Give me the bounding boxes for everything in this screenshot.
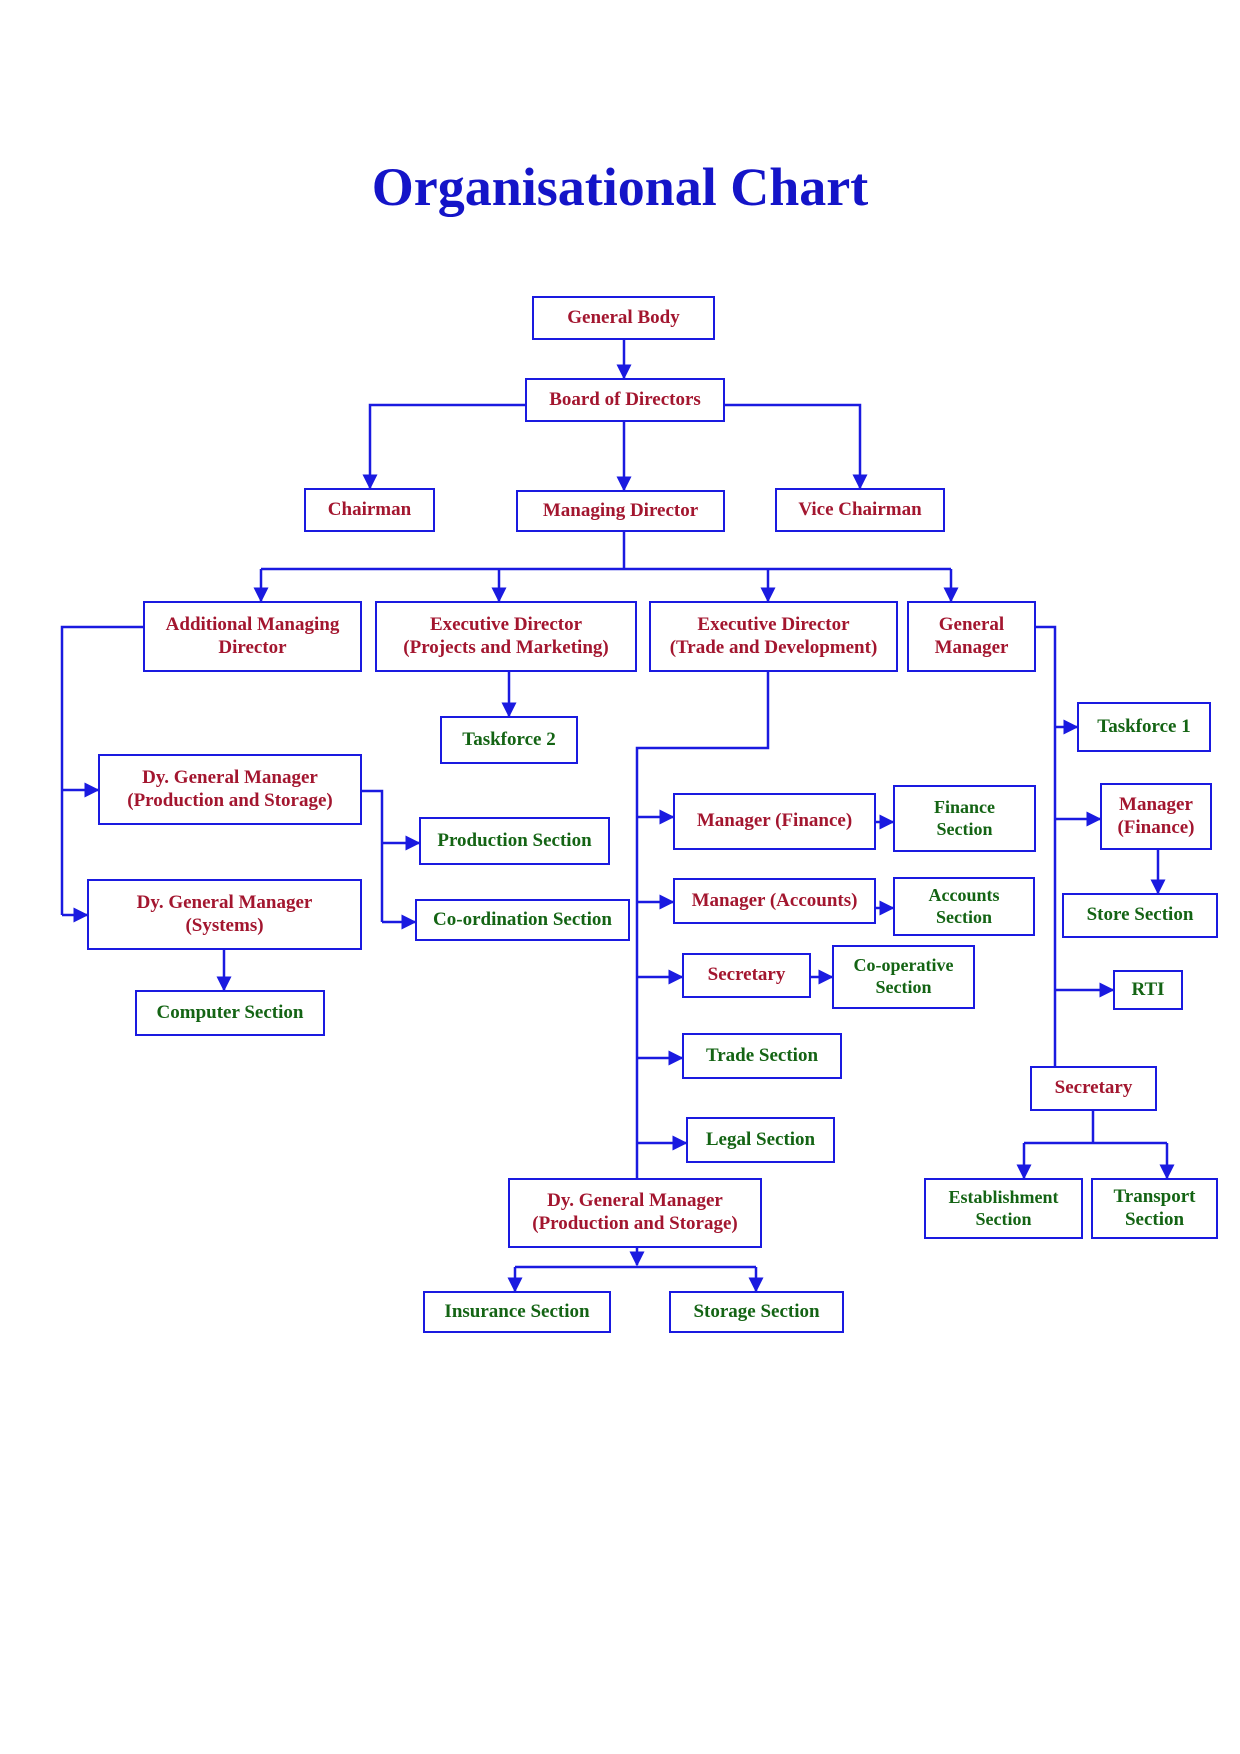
taskforce-2-node: Taskforce 2: [440, 716, 578, 764]
establishment-section-node: Establishment Section: [924, 1178, 1083, 1239]
trade-section-node: Trade Section: [682, 1033, 842, 1079]
manager-accounts-node: Manager (Accounts): [673, 878, 876, 924]
taskforce-1-node: Taskforce 1: [1077, 702, 1211, 752]
accounts-section-node: Accounts Section: [893, 877, 1035, 936]
transport-section-node: Transport Section: [1091, 1178, 1218, 1239]
page-title: Organisational Chart: [371, 157, 869, 217]
gm-manager-finance-node: Manager (Finance): [1100, 783, 1212, 850]
manager-finance-node: Manager (Finance): [673, 793, 876, 850]
general-manager-node: General Manager: [907, 601, 1036, 672]
production-section-node: Production Section: [419, 817, 610, 865]
executive-director-trade-node: Executive Director (Trade and Developmen…: [649, 601, 898, 672]
dgm-production-storage-left-node: Dy. General Manager (Production and Stor…: [98, 754, 362, 825]
legal-section-node: Legal Section: [686, 1117, 835, 1163]
coordination-section-node: Co-ordination Section: [415, 899, 630, 941]
store-section-node: Store Section: [1062, 893, 1218, 938]
secretary-center-node: Secretary: [682, 953, 811, 998]
finance-section-node: Finance Section: [893, 785, 1036, 852]
board-of-directors-node: Board of Directors: [525, 378, 725, 422]
vice-chairman-node: Vice Chairman: [775, 488, 945, 532]
executive-director-projects-node: Executive Director (Projects and Marketi…: [375, 601, 637, 672]
rti-node: RTI: [1113, 970, 1183, 1010]
managing-director-node: Managing Director: [516, 490, 725, 532]
storage-section-node: Storage Section: [669, 1291, 844, 1333]
cooperative-section-node: Co-operative Section: [832, 945, 975, 1009]
general-body-node: General Body: [532, 296, 715, 340]
chairman-node: Chairman: [304, 488, 435, 532]
computer-section-node: Computer Section: [135, 990, 325, 1036]
insurance-section-node: Insurance Section: [423, 1291, 611, 1333]
secretary-right-node: Secretary: [1030, 1066, 1157, 1111]
dgm-production-storage-center-node: Dy. General Manager (Production and Stor…: [508, 1178, 762, 1248]
dgm-systems-node: Dy. General Manager (Systems): [87, 879, 362, 950]
additional-managing-director-node: Additional Managing Director: [143, 601, 362, 672]
